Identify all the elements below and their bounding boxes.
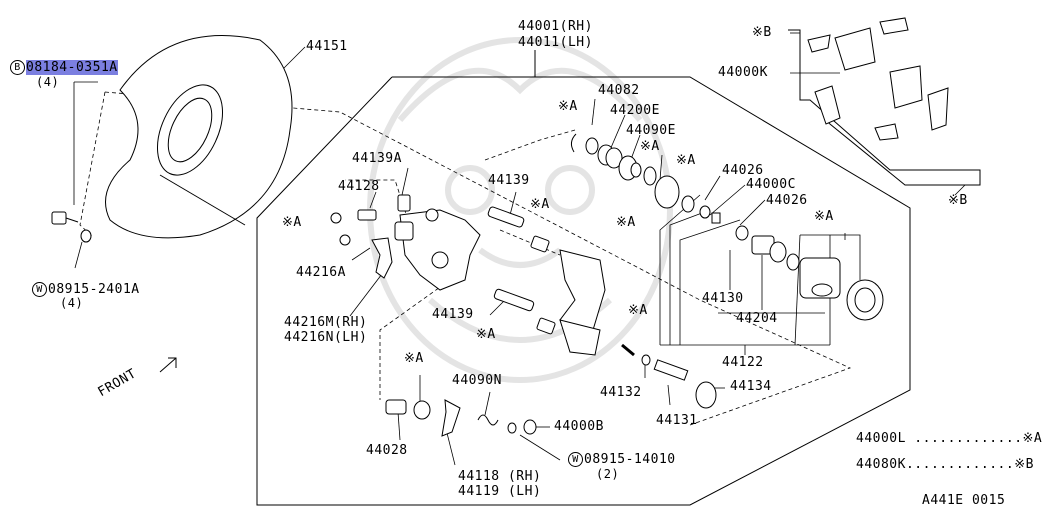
label-44130: 44130 [702, 291, 744, 306]
washer-qty: (4) [60, 296, 84, 310]
piston-44122 [799, 257, 841, 299]
bolt-code: 08184-0351A [26, 60, 118, 75]
mark-b-pads-bottom: ※B [948, 193, 968, 208]
part-drawings [51, 17, 949, 437]
bolt-08184 [51, 211, 79, 225]
caliper-assembly-frame [256, 29, 981, 506]
washer-circle-marker: W [32, 282, 47, 297]
mark-a-44090e: ※A [640, 139, 660, 154]
caliper-housing-44001 [394, 208, 481, 291]
washer-44026-a [699, 205, 711, 219]
label-44000k: 44000K [718, 65, 768, 80]
label-44000c: 44000C [746, 177, 796, 192]
bolt-circle-marker: B [10, 60, 25, 75]
washer2-code: 08915-14010 [584, 452, 676, 467]
mark-a-pin-top: ※A [530, 197, 550, 212]
mark-a-44028: ※A [404, 351, 424, 366]
adjuster-44028 [385, 399, 431, 420]
bolt-qty: (4) [36, 75, 60, 89]
pin-44132 [621, 343, 635, 357]
label-44026-b: 44026 [766, 193, 808, 208]
mark-a-piston: ※A [814, 209, 834, 224]
label-44131: 44131 [656, 413, 698, 428]
cap-44128 [330, 212, 342, 224]
piston-adjuster-44130 [751, 235, 787, 263]
seal-ring-a3 [681, 195, 695, 213]
label-44118: 44118 (RH) [458, 469, 542, 484]
legend-b: 44080K.............※B [856, 457, 1034, 472]
caliper-lh-label: 44011(LH) [518, 35, 593, 50]
label-44216a: 44216A [296, 265, 346, 280]
label-44139-top: 44139 [488, 173, 530, 188]
boot-44200e [597, 144, 623, 169]
label-44132: 44132 [600, 385, 642, 400]
mark-a-44082: ※A [558, 99, 578, 114]
mark-a-ring2: ※A [616, 215, 636, 230]
label-44200e: 44200E [610, 103, 660, 118]
washer-44134 [695, 381, 717, 409]
spring-44090n [477, 414, 499, 426]
diagram-code: A441E 0015 [922, 493, 1006, 508]
label-44082: 44082 [598, 83, 640, 98]
pad-44000c [711, 212, 721, 224]
brake-pads-44000k [807, 17, 949, 141]
mark-a-ring: ※A [676, 153, 696, 168]
screw-44131 [653, 359, 689, 381]
lever-44118 [441, 399, 461, 437]
guide-pin-lower [493, 288, 556, 335]
label-44139-bottom: 44139 [432, 307, 474, 322]
seal-ring-a2 [654, 175, 680, 209]
label-44216m: 44216M(RH) [284, 315, 368, 330]
spring-44090e [618, 155, 642, 181]
label-44028: 44028 [366, 443, 408, 458]
mark-b-pads-top: ※B [752, 25, 772, 40]
bolt-44139a [397, 194, 411, 212]
label-44139a: 44139A [352, 151, 402, 166]
torque-member-44139 [559, 249, 606, 356]
boot-large [846, 279, 884, 321]
bleeder-44128 [357, 209, 377, 221]
label-44134: 44134 [730, 379, 772, 394]
bracket-44216a [371, 237, 393, 279]
label-44000b: 44000B [554, 419, 604, 434]
caliper-rh-label: 44001(RH) [518, 19, 593, 34]
seal-44204 [786, 253, 800, 271]
label-44026-a: 44026 [722, 163, 764, 178]
mark-a-44128: ※A [282, 215, 302, 230]
mark-a-44132: ※A [628, 303, 648, 318]
leader-lines [73, 32, 966, 466]
ring-44000b [523, 419, 537, 435]
seal-ring-44082 [585, 137, 599, 155]
shield-label: 44151 [306, 39, 348, 54]
label-44128: 44128 [338, 179, 380, 194]
seal-ring-a1 [643, 166, 657, 186]
label-44122: 44122 [722, 355, 764, 370]
label-44090e: 44090E [626, 123, 676, 138]
washer2-circle-marker: W [568, 452, 583, 467]
guide-pin-upper [487, 206, 550, 253]
mark-a-pin-bottom: ※A [476, 327, 496, 342]
bolt-44216 [339, 234, 351, 246]
label-44204: 44204 [736, 311, 778, 326]
label-44119: 44119 (LH) [458, 484, 542, 499]
washer-08915-14010 [507, 422, 517, 434]
ring-clip [570, 133, 577, 153]
label-44216n: 44216N(LH) [284, 330, 368, 345]
legend-a: 44000L .............※A [856, 431, 1042, 446]
washer2-qty: (2) [596, 467, 620, 481]
ring-44132 [641, 354, 651, 366]
label-44090n: 44090N [452, 373, 502, 388]
washer-44026-b [735, 225, 749, 241]
washer-code: 08915-2401A [48, 282, 140, 297]
washer-08915-2401a [80, 229, 92, 243]
dust-shield-44151 [105, 35, 293, 239]
front-arrow [159, 357, 177, 373]
